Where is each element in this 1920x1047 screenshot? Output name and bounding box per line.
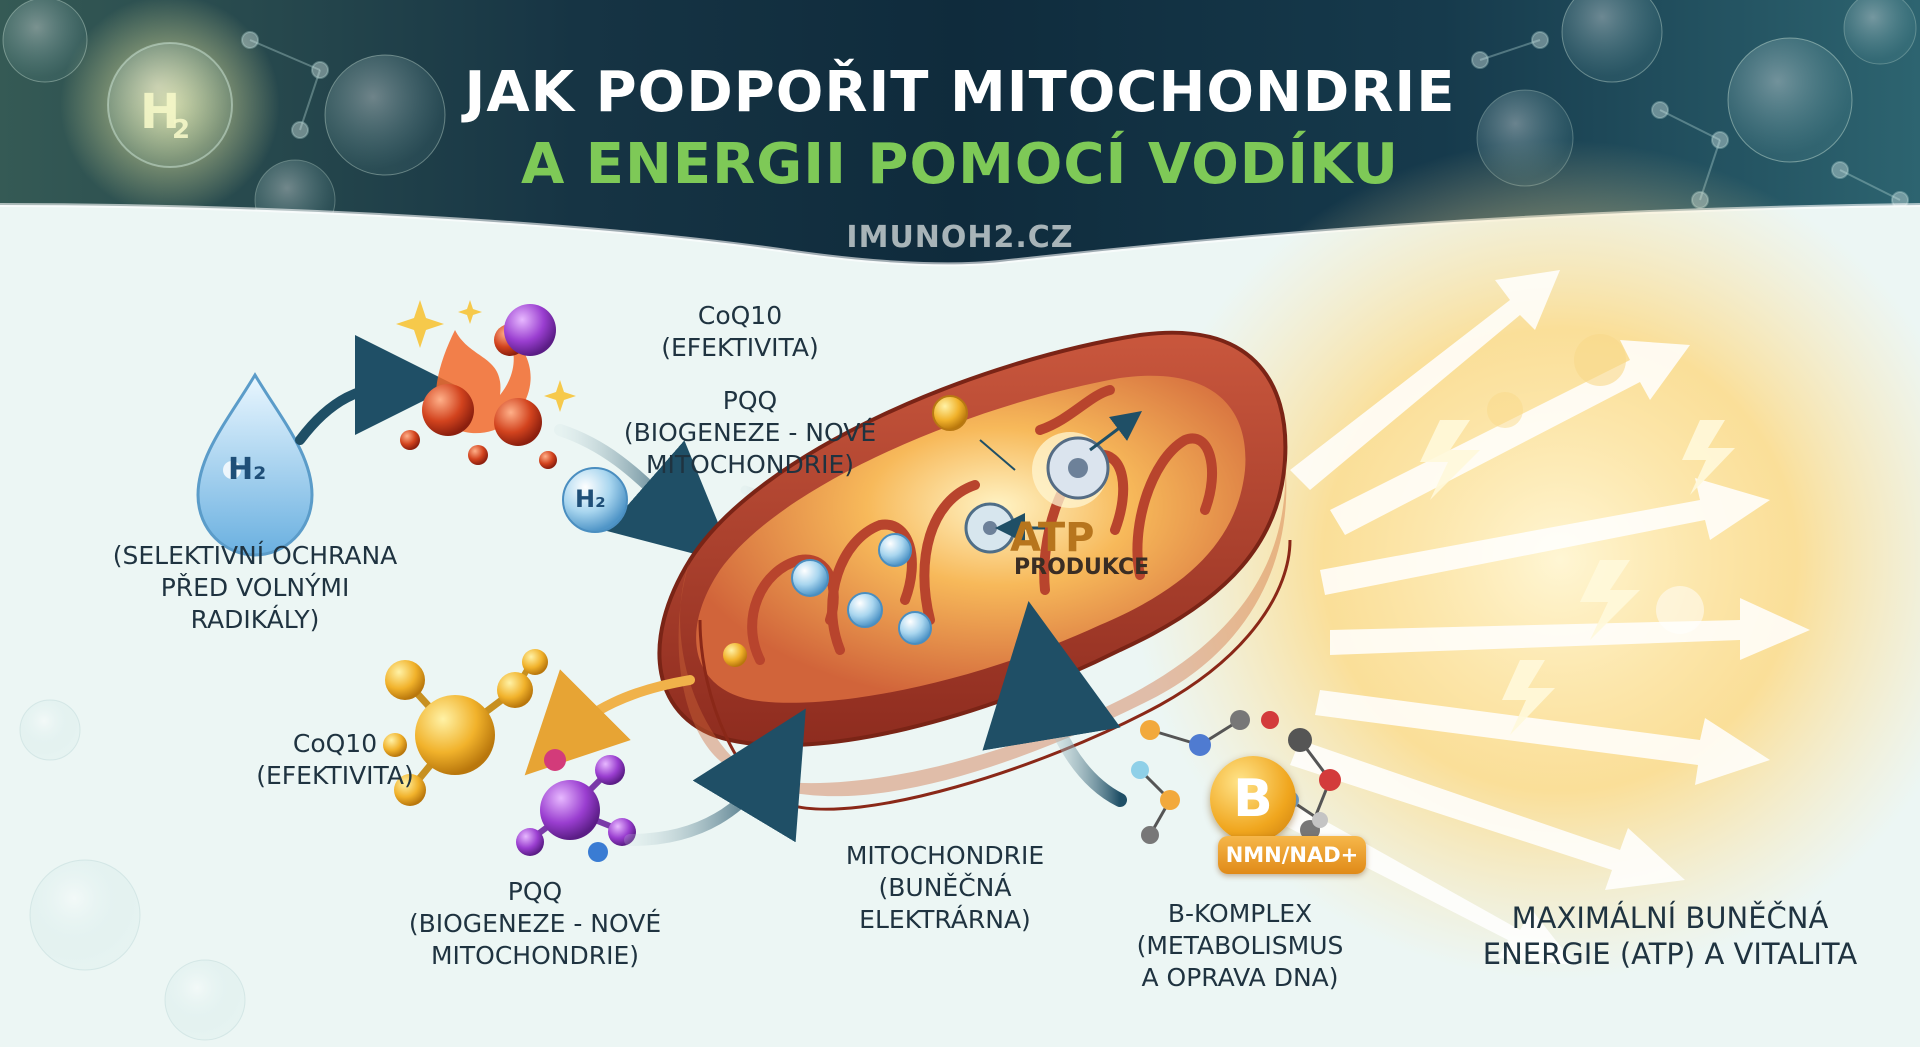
pqq-top-desc2: MITOCHONDRIE)	[645, 450, 855, 479]
h2-bubble-icon	[562, 467, 628, 533]
coq10-bottom-desc: (EFEKTIVITA)	[256, 761, 414, 790]
pqq-top-desc1: (BIOGENEZE - NOVÉ	[623, 418, 877, 447]
b-complex-desc1: (METABOLISMUS	[1136, 931, 1344, 960]
pqq-top-label: PQQ (BIOGENEZE - NOVÉ MITOCHONDRIE)	[620, 385, 880, 481]
mitochondria-name: MITOCHONDRIE	[845, 841, 1045, 870]
page-title-line2: A ENERGII POMOCÍ VODÍKU	[520, 132, 1400, 197]
pqq-top-name: PQQ	[722, 386, 778, 415]
page-title-line1: JAK PODPOŘIT MITOCHONDRIE	[464, 60, 1456, 125]
b-complex-desc2: A OPRAVA DNA)	[1141, 963, 1339, 992]
coq10-top-label: CoQ10 (EFEKTIVITA)	[620, 300, 860, 364]
selective-line2: PŘED VOLNÝMI RADIKÁLY)	[160, 573, 350, 634]
free-radicals-icon	[396, 300, 576, 469]
result-label: MAXIMÁLNÍ BUNĚČNÁ ENERGIE (ATP) A VITALI…	[1470, 900, 1870, 972]
b-complex-name: B-KOMPLEX	[1167, 899, 1313, 928]
selective-line1: (SELEKTIVNÍ OCHRANA	[112, 541, 398, 570]
coq10-molecule-icon	[383, 649, 548, 806]
site-watermark: IMUNOH2.CZ	[846, 220, 1074, 255]
coq10-top-name: CoQ10	[697, 301, 783, 330]
vitamin-b-badge: B	[1210, 756, 1296, 842]
atp-label: ATP	[1010, 515, 1095, 561]
pqq-bottom-name: PQQ	[507, 877, 563, 906]
coq10-top-desc: (EFEKTIVITA)	[661, 333, 819, 362]
pqq-bottom-desc2: MITOCHONDRIE)	[430, 941, 640, 970]
h2-bubble-label: H₂	[575, 485, 606, 513]
mitochondria-desc: (BUNĚČNÁ ELEKTRÁRNA)	[859, 873, 1031, 934]
result-line1: MAXIMÁLNÍ BUNĚČNÁ	[1511, 901, 1829, 935]
h2-drop-icon	[196, 372, 314, 557]
coq10-bottom-name: CoQ10	[292, 729, 378, 758]
svg-text:H: H	[140, 84, 180, 140]
pqq-bottom-desc1: (BIOGENEZE - NOVÉ	[408, 909, 662, 938]
svg-text:2: 2	[172, 115, 190, 145]
pqq-bottom-label: PQQ (BIOGENEZE - NOVÉ MITOCHONDRIE)	[405, 876, 665, 972]
energy-arrows	[1258, 270, 1810, 965]
header-molecule-decor: H 2	[2, 0, 1917, 241]
mitochondria-label: MITOCHONDRIE (BUNĚČNÁ ELEKTRÁRNA)	[790, 840, 1100, 936]
b-complex-label: B-KOMPLEX (METABOLISMUS A OPRAVA DNA)	[1120, 898, 1360, 994]
result-line2: ENERGIE (ATP) A VITALITA	[1482, 937, 1858, 971]
selective-protection-label: (SELEKTIVNÍ OCHRANA PŘED VOLNÝMI RADIKÁL…	[95, 540, 415, 636]
nmn-nad-badge: NMN/NAD+	[1218, 836, 1366, 874]
pqq-molecule-icon	[516, 749, 636, 862]
atp-production-label: PRODUKCE	[1014, 555, 1150, 580]
coq10-bottom-label: CoQ10 (EFEKTIVITA)	[255, 728, 415, 792]
h2-drop-label: H₂	[228, 452, 267, 487]
